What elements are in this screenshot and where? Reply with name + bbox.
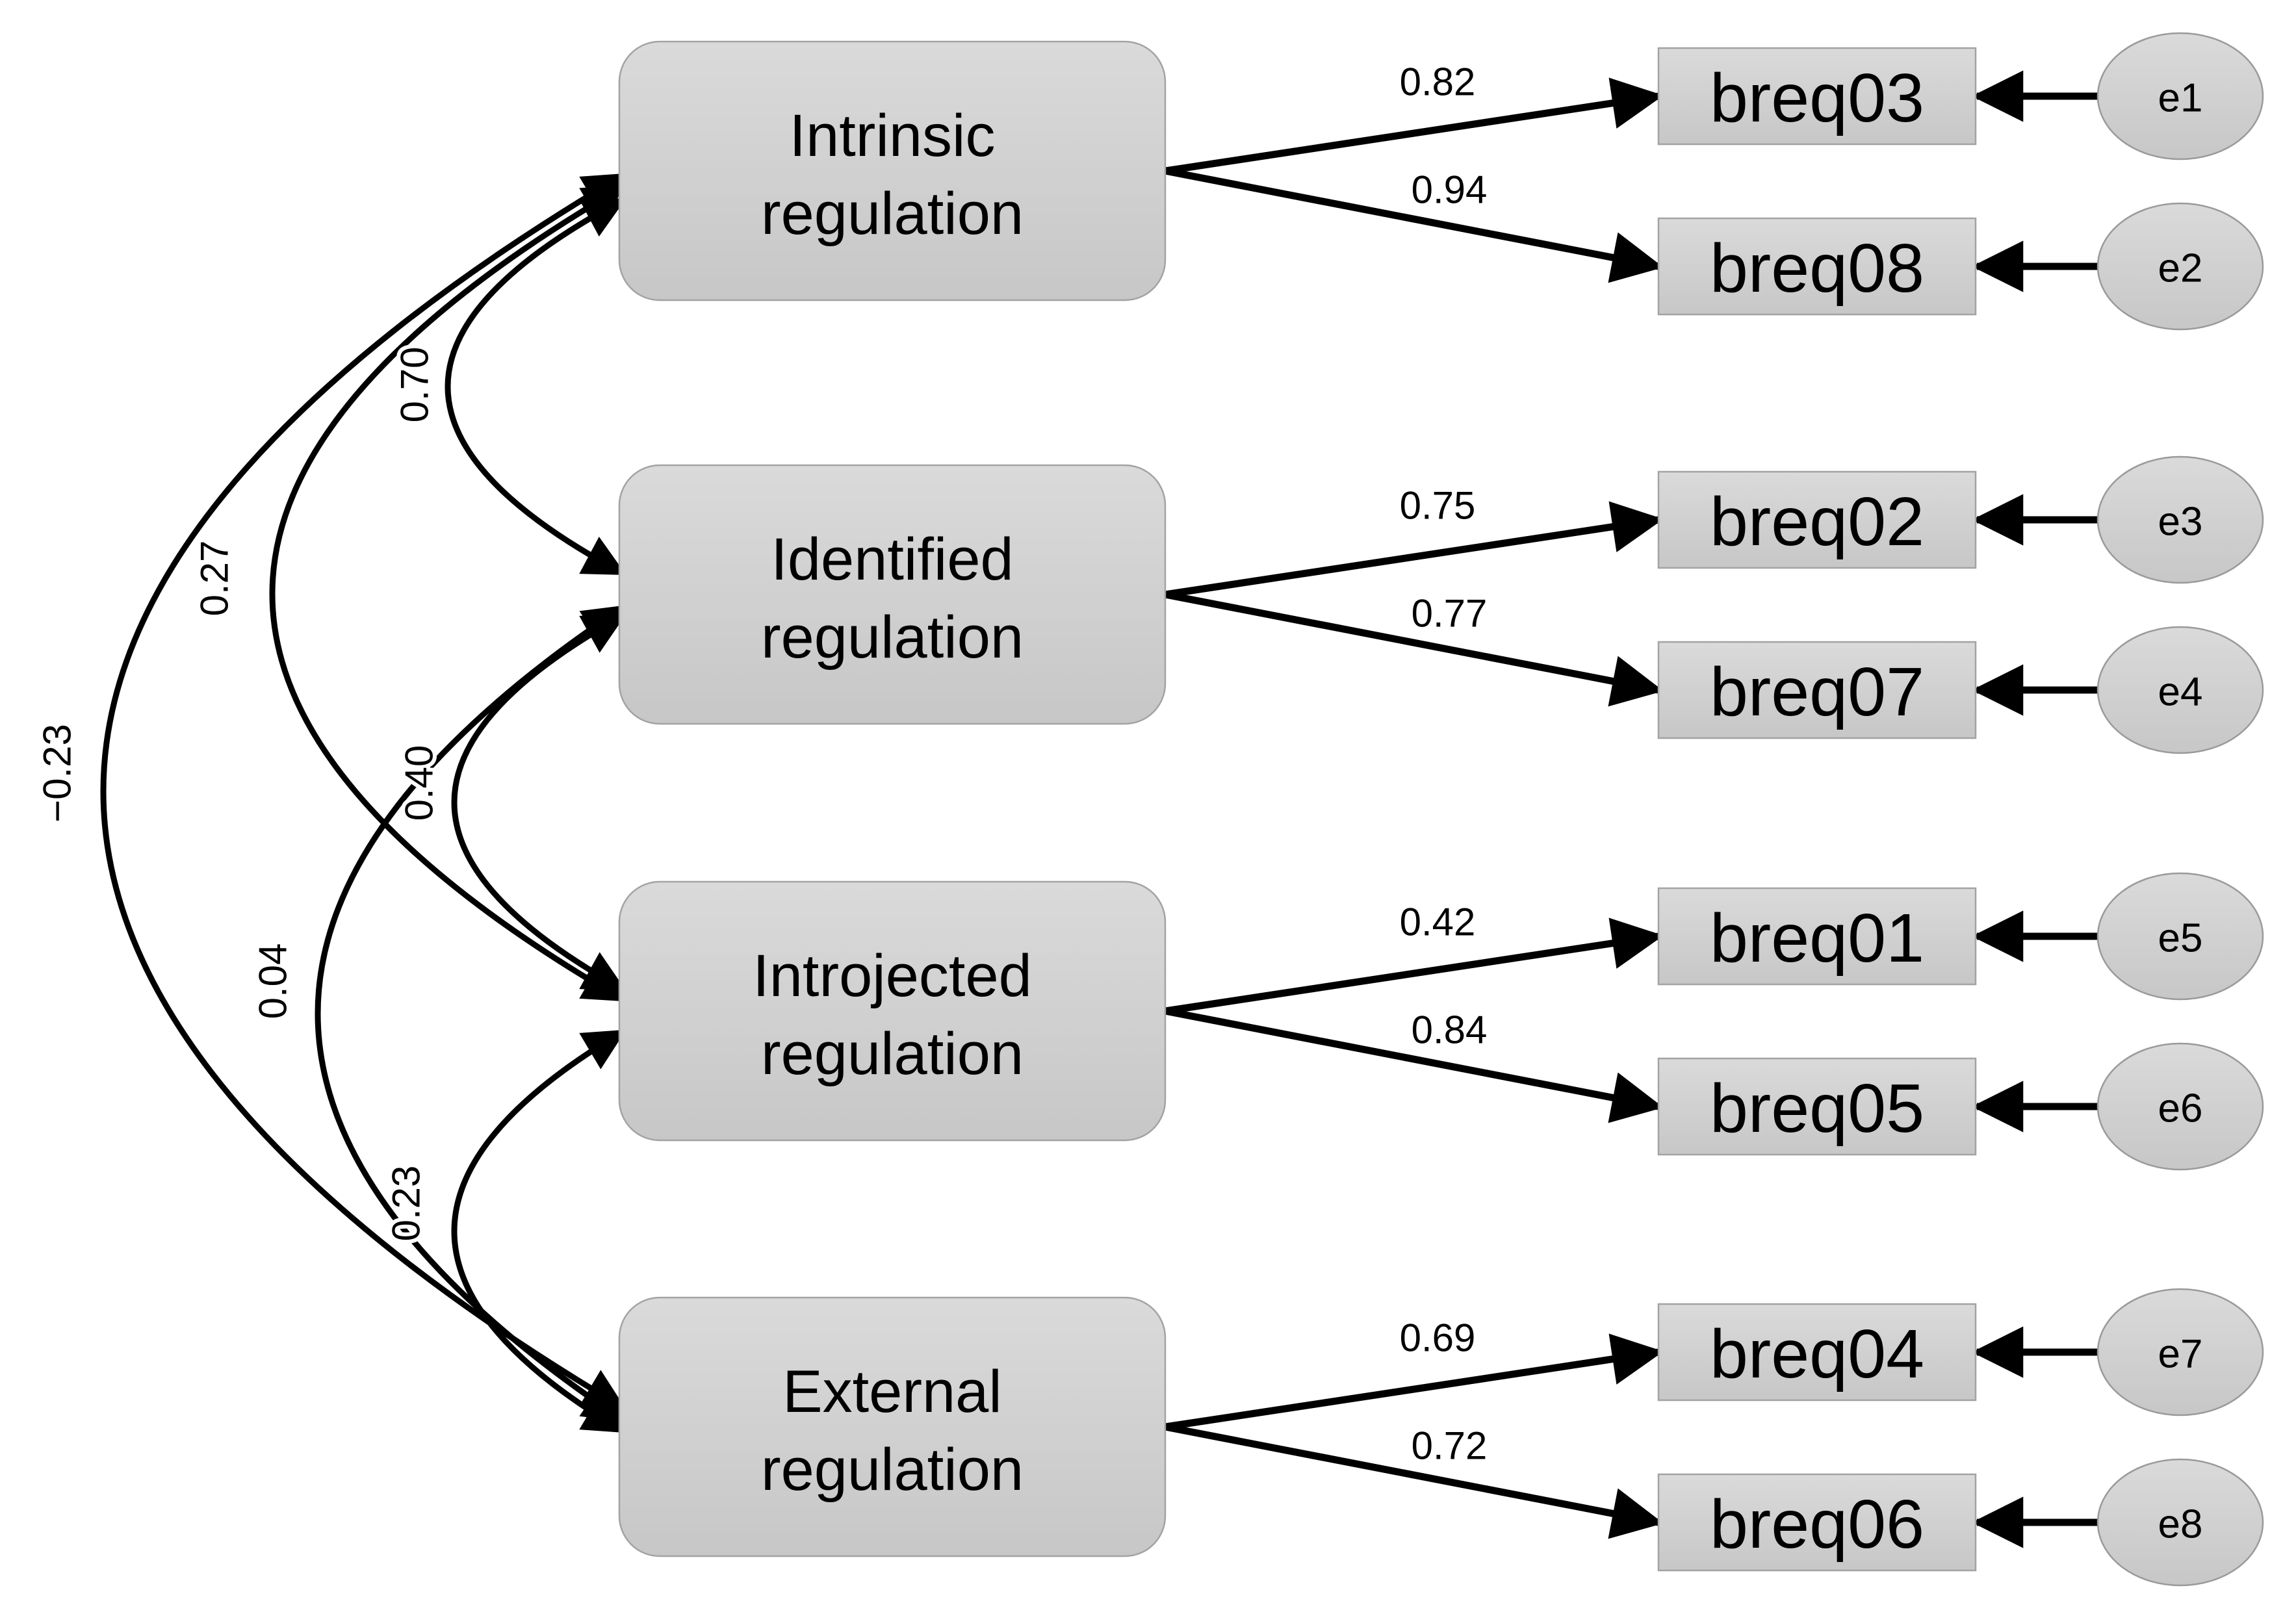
error-ellipse [2096, 1288, 2264, 1416]
observed-box [1657, 470, 1977, 569]
error-node-e7: e7 [2096, 1288, 2264, 1416]
latent-node-introjected-regulation: Introjected regulation [618, 880, 1167, 1142]
covariance-value-label: 0.27 [193, 541, 237, 617]
covariance-value-label: 0.40 [398, 745, 441, 821]
observed-node-breq04: breq04 [1657, 1303, 1977, 1402]
observed-node-breq06: breq06 [1657, 1473, 1977, 1572]
observed-node-breq07: breq07 [1657, 641, 1977, 739]
error-node-e6: e6 [2096, 1042, 2264, 1171]
observed-label: breq02 [1710, 483, 1924, 560]
covariance-arrow-intrinsic-external [100, 173, 626, 1410]
latent-label-line1: Introjected [753, 943, 1032, 1009]
covariance-arrow-intrinsic-identified [445, 198, 626, 576]
latent-box [618, 40, 1167, 301]
error-node-e2: e2 [2096, 202, 2264, 331]
loading-arrow-introjected-breq05 [1164, 1007, 1664, 1123]
latent-box [618, 1296, 1167, 1557]
latent-label-line2: regulation [761, 1437, 1024, 1503]
observed-label: breq01 [1710, 900, 1924, 977]
loading-value-label: 0.77 [1412, 592, 1488, 635]
loading-arrow-external-breq06 [1164, 1423, 1664, 1539]
observed-box [1657, 1473, 1977, 1572]
covariance-arrow-introjected-external [451, 1029, 626, 1433]
error-label: e3 [2158, 500, 2203, 544]
observed-node-breq01: breq01 [1657, 887, 1977, 986]
error-label: e6 [2158, 1086, 2203, 1131]
observed-box [1657, 217, 1977, 316]
loading-value-label: 0.94 [1412, 168, 1488, 212]
observed-node-breq02: breq02 [1657, 470, 1977, 569]
observed-label: breq04 [1710, 1316, 1924, 1392]
latent-label-line2: regulation [761, 181, 1024, 247]
error-node-e1: e1 [2096, 32, 2264, 160]
error-label: e7 [2158, 1332, 2203, 1377]
latent-node-identified-regulation: Identified regulation [618, 464, 1167, 725]
covariance-value-label: 0.04 [252, 943, 295, 1019]
observed-node-breq08: breq08 [1657, 217, 1977, 316]
covariance-arrows: 0.70 0.27 −0.23 0.40 0.04 0.23 [32, 173, 626, 1433]
error-ellipse [2096, 872, 2264, 1001]
error-node-e5: e5 [2096, 872, 2264, 1001]
error-ellipse [2096, 626, 2264, 754]
error-node-e8: e8 [2096, 1458, 2264, 1587]
loading-value-label: 0.42 [1400, 901, 1476, 944]
latent-node-external-regulation: External regulation [618, 1296, 1167, 1557]
loading-arrow-identified-breq02 [1165, 501, 1664, 598]
loading-arrow-identified-breq07 [1164, 591, 1664, 707]
covariance-arrow-identified-external [315, 605, 626, 1422]
error-ellipse [2096, 202, 2264, 331]
error-label: e4 [2158, 670, 2203, 715]
loading-value-label: 0.82 [1400, 60, 1476, 104]
covariance-value-label: 0.23 [385, 1166, 428, 1242]
latent-label-line1: External [782, 1359, 1002, 1425]
loading-value-label: 0.72 [1412, 1424, 1488, 1468]
observed-label: breq05 [1710, 1070, 1924, 1147]
covariance-arrow-intrinsic-introjected [269, 185, 626, 1002]
error-ellipse [2096, 32, 2264, 160]
latent-label-line1: Intrinsic [790, 103, 996, 169]
loading-value-label: 0.84 [1412, 1008, 1488, 1052]
error-label: e5 [2158, 916, 2203, 961]
observed-box [1657, 1303, 1977, 1402]
observed-label: breq06 [1710, 1486, 1924, 1563]
latent-box [618, 880, 1167, 1142]
covariance-value-label: 0.70 [393, 347, 437, 423]
error-ellipse [2096, 455, 2264, 584]
error-node-e3: e3 [2096, 455, 2264, 584]
loading-arrow-external-breq04 [1165, 1333, 1664, 1431]
error-label: e8 [2158, 1502, 2203, 1547]
latent-box [618, 464, 1167, 725]
covariance-arrow-identified-introjected [451, 613, 626, 992]
observed-label: breq07 [1710, 654, 1924, 730]
error-label: e1 [2158, 76, 2203, 121]
observed-node-breq05: breq05 [1657, 1057, 1977, 1156]
error-node-e4: e4 [2096, 626, 2264, 754]
observed-box [1657, 1057, 1977, 1156]
observed-label: breq03 [1710, 60, 1924, 136]
loading-arrows: 0.82 0.94 0.75 0.77 0.42 0.84 0.69 0.72 [1164, 57, 1664, 1539]
covariance-value-label: −0.23 [36, 724, 79, 823]
observed-box [1657, 641, 1977, 739]
loading-arrow-intrinsic-breq03 [1165, 77, 1664, 175]
observed-node-breq03: breq03 [1657, 47, 1977, 146]
latent-node-intrinsic-regulation: Intrinsic regulation [618, 40, 1167, 301]
observed-box [1657, 47, 1977, 146]
latent-label-line1: Identified [771, 526, 1013, 593]
observed-label: breq08 [1710, 230, 1924, 307]
latent-label-line2: regulation [761, 1021, 1024, 1087]
error-arrows [1972, 70, 2098, 1548]
loading-value-label: 0.75 [1400, 484, 1476, 528]
error-ellipse [2096, 1458, 2264, 1587]
loading-arrow-introjected-breq01 [1165, 917, 1664, 1015]
error-ellipse [2096, 1042, 2264, 1171]
loading-value-label: 0.69 [1400, 1316, 1476, 1360]
loading-arrow-intrinsic-breq08 [1164, 167, 1664, 283]
latent-label-line2: regulation [761, 604, 1024, 671]
error-label: e2 [2158, 246, 2203, 291]
observed-box [1657, 887, 1977, 986]
